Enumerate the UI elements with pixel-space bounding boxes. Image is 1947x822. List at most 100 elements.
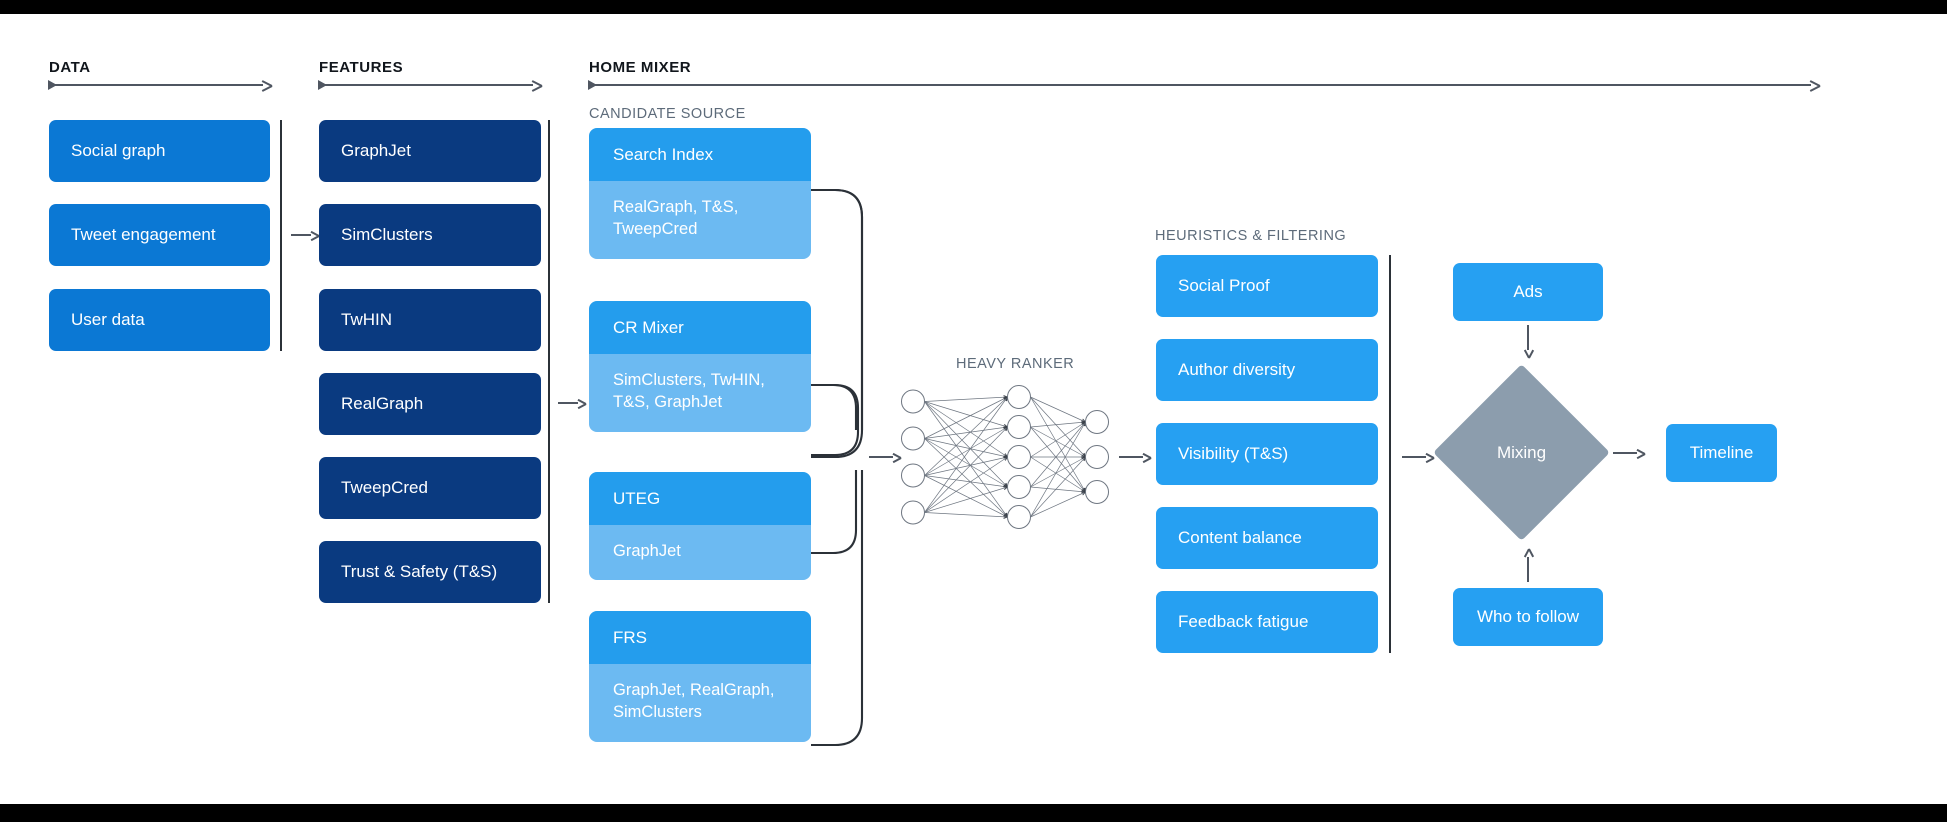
arrow-candidate-to-ranker (869, 452, 901, 462)
data-box-user-data[interactable]: User data (49, 289, 270, 351)
bottom-letterbox-bar (0, 804, 1947, 822)
network-node (901, 500, 925, 525)
bracket-top-half (811, 188, 864, 430)
network-edge (924, 456, 1008, 513)
box-label: User data (71, 310, 145, 329)
box-label: Ads (1513, 282, 1543, 301)
axis-line (324, 84, 533, 86)
arrow-mixing-to-timeline (1613, 448, 1645, 458)
heuristic-box-content-balance[interactable]: Content balance (1156, 507, 1378, 569)
box-label: Social Proof (1178, 276, 1270, 295)
network-edge (1030, 491, 1086, 518)
network-edge-arrowhead (1003, 486, 1008, 491)
network-edge-arrowhead (1003, 514, 1008, 519)
network-edge (1030, 396, 1086, 458)
candidate-source-card-cr-mixer[interactable]: CR Mixer SimClusters, TwHIN, T&S, GraphJ… (589, 301, 811, 432)
network-edge-arrowhead (1003, 426, 1008, 431)
section-title-features: FEATURES (319, 59, 404, 76)
network-edge-arrowhead (1081, 456, 1086, 462)
axis-start-triangle (48, 80, 57, 90)
network-edge (924, 401, 1008, 488)
network-edge (924, 512, 1008, 518)
output-box-who-to-follow[interactable]: Who to follow (1453, 588, 1603, 646)
axis-arrowhead (261, 80, 272, 90)
network-edge (924, 475, 1008, 488)
network-edge-arrowhead (1003, 426, 1008, 432)
arrow-head (310, 230, 319, 240)
network-edge (1030, 421, 1086, 518)
candidate-source-card-search-index[interactable]: Search Index RealGraph, T&S, TweepCred (589, 128, 811, 259)
network-edge-arrowhead (1081, 452, 1086, 458)
card-features: GraphJet, RealGraph, SimClusters (589, 664, 811, 742)
mixing-node[interactable]: Mixing (1433, 364, 1610, 541)
feature-box-realgraph[interactable]: RealGraph (319, 373, 541, 435)
box-label: Content balance (1178, 528, 1302, 547)
network-edge-arrowhead (1081, 421, 1086, 427)
network-edge (1030, 421, 1086, 488)
heuristic-box-feedback-fatigue[interactable]: Feedback fatigue (1156, 591, 1378, 653)
network-edge-arrowhead (1081, 488, 1086, 493)
sublabel-heuristics-filtering: HEURISTICS & FILTERING (1155, 228, 1347, 244)
bracket-inner (811, 383, 860, 457)
heuristic-box-social-proof[interactable]: Social Proof (1156, 255, 1378, 317)
sublabel-heavy-ranker: HEAVY RANKER (956, 356, 1075, 372)
network-edge (1030, 426, 1086, 458)
arrow-features-to-candidate-source (558, 398, 586, 408)
card-features: RealGraph, T&S, TweepCred (589, 181, 811, 259)
network-edge (1030, 486, 1086, 493)
feature-box-twhin[interactable]: TwHIN (319, 289, 541, 351)
arrow-line (558, 402, 578, 404)
network-edge-arrowhead (1081, 421, 1086, 426)
feature-box-tweepcred[interactable]: TweepCred (319, 457, 541, 519)
heuristic-box-visibility[interactable]: Visibility (T&S) (1156, 423, 1378, 485)
network-edge-arrowhead (1003, 512, 1008, 518)
network-edge-arrowhead (1081, 420, 1086, 425)
feature-box-graphjet[interactable]: GraphJet (319, 120, 541, 182)
data-box-social-graph[interactable]: Social graph (49, 120, 270, 182)
divider-data-features (280, 120, 282, 351)
arrow-who-to-follow-to-mixing (1523, 549, 1533, 582)
card-title: CR Mixer (589, 301, 811, 354)
feature-box-simclusters[interactable]: SimClusters (319, 204, 541, 266)
network-node (1085, 410, 1109, 434)
network-edge-arrowhead (1081, 456, 1086, 461)
heuristic-box-author-diversity[interactable]: Author diversity (1156, 339, 1378, 401)
network-edge (1030, 421, 1086, 458)
axis-arrow-data (48, 80, 272, 90)
network-node (901, 426, 925, 451)
section-title-home-mixer: HOME MIXER (589, 59, 692, 76)
section-title-data: DATA (49, 59, 91, 76)
card-features: SimClusters, TwHIN, T&S, GraphJet (589, 354, 811, 432)
box-label: TwHIN (341, 310, 392, 329)
network-node (1085, 445, 1109, 469)
candidate-source-card-uteg[interactable]: UTEG GraphJet (589, 472, 811, 581)
network-edge (924, 396, 1008, 513)
output-box-ads[interactable]: Ads (1453, 263, 1603, 321)
network-edge-arrowhead (1003, 513, 1008, 518)
card-title: FRS (589, 611, 811, 664)
arrow-ads-to-mixing (1523, 325, 1533, 358)
network-edge (924, 426, 1008, 439)
output-box-timeline[interactable]: Timeline (1666, 424, 1777, 482)
arrow-line (869, 456, 893, 458)
network-edge-arrowhead (1003, 425, 1008, 430)
data-box-tweet-engagement[interactable]: Tweet engagement (49, 204, 270, 266)
arrow-line (1613, 452, 1637, 454)
axis-start-triangle (318, 80, 327, 90)
network-edge-arrowhead (1081, 421, 1086, 427)
network-node (1085, 480, 1109, 504)
arrow-head (1523, 349, 1533, 358)
network-edge (924, 396, 1008, 402)
network-edge (924, 426, 1008, 513)
network-edge-arrowhead (1081, 487, 1086, 493)
mixing-label: Mixing (1496, 442, 1547, 462)
network-edge (1030, 396, 1086, 423)
box-label: Feedback fatigue (1178, 612, 1309, 631)
feature-box-trust-safety[interactable]: Trust & Safety (T&S) (319, 541, 541, 603)
candidate-source-card-frs[interactable]: FRS GraphJet, RealGraph, SimClusters (589, 611, 811, 742)
box-label: Social graph (71, 141, 166, 160)
network-edge (924, 438, 1008, 518)
box-label: Tweet engagement (71, 225, 216, 244)
